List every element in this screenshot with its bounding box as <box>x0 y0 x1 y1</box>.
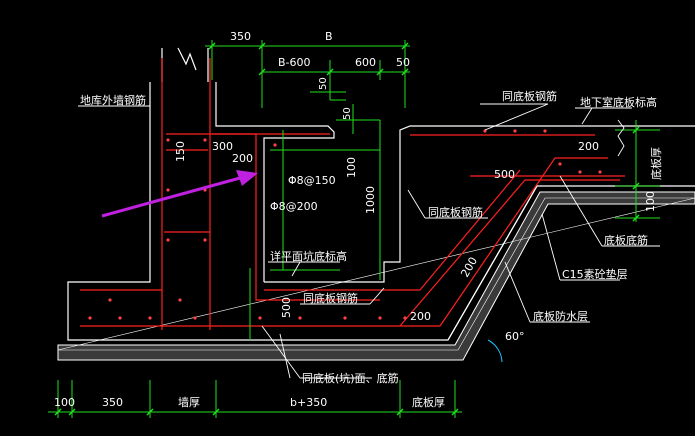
dim-200: 200 <box>232 152 253 165</box>
dim-right-50: 50 <box>342 107 353 120</box>
label-slab-bottom-rebar: 底板底筋 <box>604 233 648 247</box>
note-texts: 地库外墙钢筋 同底板钢筋 地下室底板标高 底板厚 同底板钢筋 详平面坑底标高 同… <box>80 89 663 385</box>
label-same-slab-rebar: 同底板钢筋 <box>428 205 483 219</box>
dim-top-600: 600 <box>355 56 376 69</box>
dim-bot-b350: b+350 <box>290 396 327 409</box>
pointer-arrow <box>101 170 258 218</box>
rebar-phi8-150: Φ8@150 <box>288 174 336 187</box>
dim-500-left: 500 <box>280 297 293 318</box>
dim-100-mid: 100 <box>345 157 358 178</box>
dim-300: 300 <box>212 140 233 153</box>
leader-lines <box>78 103 660 379</box>
dim-b-minus-600: B-600 <box>278 56 311 69</box>
label-slab-thickness: 底板厚 <box>649 147 663 180</box>
dim-500-right: 500 <box>494 168 515 181</box>
dimension-ticks <box>54 42 640 416</box>
dim-bot-slab: 底板厚 <box>412 395 445 409</box>
concrete-outline <box>67 47 695 341</box>
angle-arc <box>487 339 503 363</box>
rebar-texts: Φ8@150 Φ8@200 <box>270 174 336 213</box>
label-same-slab-mid: 同底板钢筋 <box>303 291 358 305</box>
label-wall-outer: 地库外墙钢筋 <box>80 93 146 107</box>
label-c15-cushion: C15素砼垫层 <box>562 267 628 281</box>
rebar-lines <box>80 58 625 330</box>
rebar-dots <box>88 129 602 320</box>
dim-bot-350: 350 <box>102 396 123 409</box>
angle-label: 60° <box>505 330 525 343</box>
label-pit-bottom-level: 详平面坑底标高 <box>270 249 347 263</box>
rebar-phi8-200: Φ8@200 <box>270 200 318 213</box>
label-bottom-note: 同底板(坑)面、底筋 <box>302 371 399 385</box>
dim-top-50: 50 <box>396 56 410 69</box>
label-basement-floor: 地下室底板标高 <box>580 95 657 109</box>
label-waterproof: 底板防水层 <box>533 309 588 323</box>
cushion-layer <box>57 191 695 361</box>
dim-top-350: 350 <box>230 30 251 43</box>
dim-150: 150 <box>174 141 187 162</box>
dim-200-bottom: 200 <box>410 310 431 323</box>
dim-top-b: B <box>325 30 333 43</box>
dimension-texts: 350 B B-600 600 50 50 50 300 200 150 100… <box>54 30 657 409</box>
dim-100-right: 100 <box>644 191 657 212</box>
dim-200-slope: 200 <box>458 255 480 280</box>
label-same-slab-top: 同底板钢筋 <box>502 89 557 103</box>
dim-1000: 1000 <box>364 186 377 214</box>
dim-bot-100: 100 <box>54 396 75 409</box>
dim-mid-50: 50 <box>318 77 329 90</box>
dim-bot-wall: 墙厚 <box>178 395 200 409</box>
dim-200-right: 200 <box>578 140 599 153</box>
